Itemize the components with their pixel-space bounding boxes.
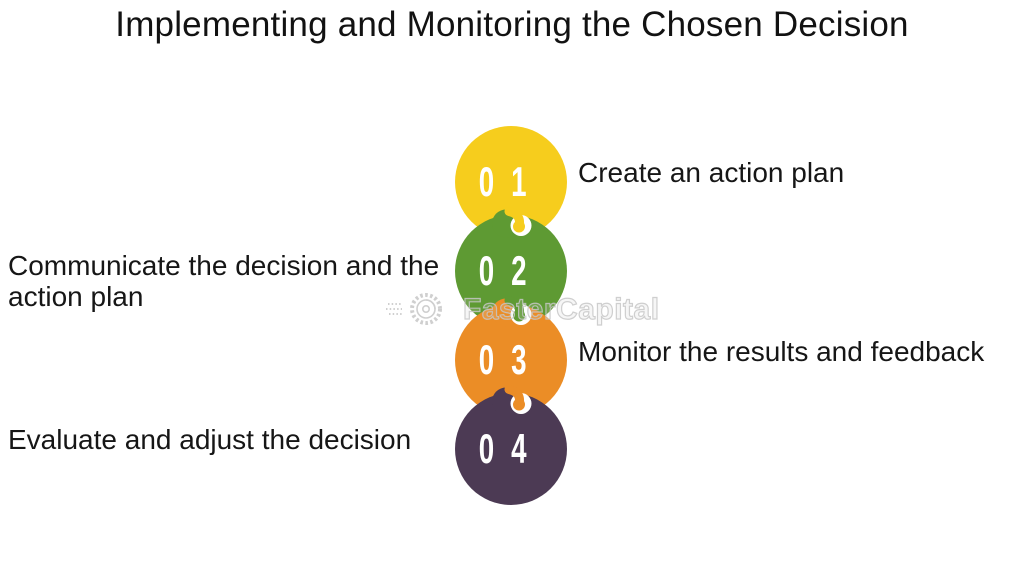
page-title: Implementing and Monitoring the Chosen D… [115,5,909,44]
step-2-label: Communicate the decision and the action … [8,250,440,312]
swirl-knob-1 [513,220,525,233]
step-3-circle [455,304,567,416]
step-4-number: 0 4 [478,425,532,472]
step-4-circle [455,393,567,505]
swirl-knob-2 [513,309,525,322]
step-3-number: 0 3 [478,336,532,383]
step-1-number: 0 1 [478,158,532,205]
step-1-circle [455,126,567,238]
step-2-circle [455,215,567,327]
swirl-connector-2 [492,296,532,327]
swirl-connector-1 [492,207,532,238]
swirl-knob-3 [513,398,525,411]
step-3-label: Monitor the results and feedback [578,336,985,367]
step-1-label: Create an action plan [578,157,845,188]
swirl-connector-3 [492,385,532,416]
step-4-label: Evaluate and adjust the decision [8,424,412,455]
step-2-number: 0 2 [478,247,532,294]
